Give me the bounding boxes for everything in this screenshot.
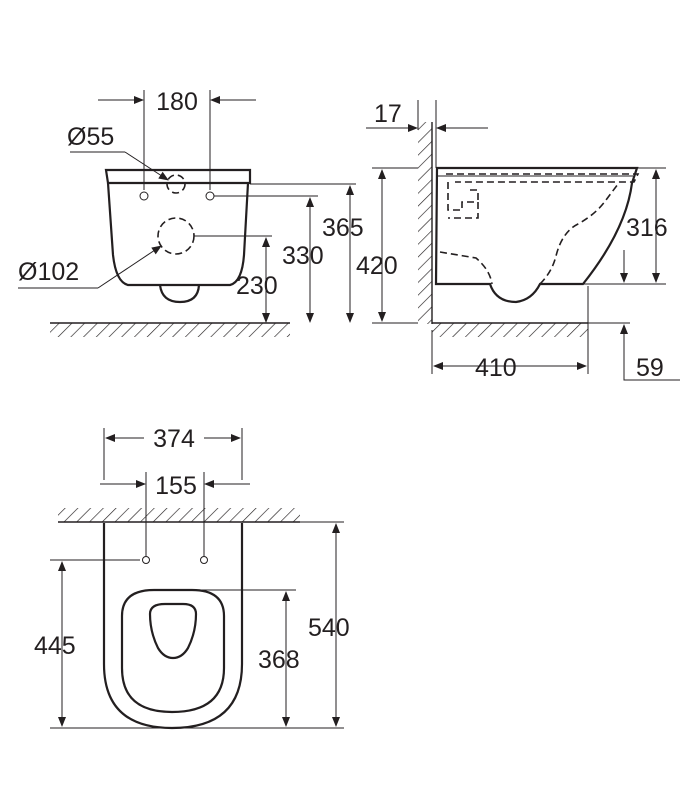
dim-label-180: 180 <box>156 88 198 116</box>
leader-dia-102 <box>97 245 162 289</box>
dim-label-dia-102: Ø102 <box>18 258 79 286</box>
floor-hatch-side <box>432 323 588 337</box>
front-view: 180 Ø55 Ø102 230 330 365 <box>18 88 364 337</box>
front-waste-outlet <box>157 217 195 255</box>
top-bowl-outline <box>102 523 244 730</box>
side-rim-hidden <box>446 173 640 183</box>
leader-dia-55 <box>124 151 169 181</box>
top-view: 374 155 540 445 368 <box>34 425 350 730</box>
side-hidden-bracket <box>447 182 479 219</box>
dim-label-368: 368 <box>258 646 300 674</box>
top-bowl-well <box>148 602 198 660</box>
dim-label-540: 540 <box>308 614 350 642</box>
dim-label-17: 17 <box>374 100 402 128</box>
front-bolt-hole-left <box>139 191 149 201</box>
dim-label-316: 316 <box>626 214 668 242</box>
front-bowl-body <box>106 182 250 287</box>
floor-hatch-front <box>50 323 290 337</box>
side-hidden-trap <box>439 183 619 285</box>
top-bolt-hole-left <box>142 556 150 564</box>
dim-label-155: 155 <box>155 472 197 500</box>
leader-59 <box>623 354 680 381</box>
wall-hatch <box>418 122 432 324</box>
side-bowl-profile <box>434 166 639 304</box>
front-outlet <box>158 284 201 304</box>
front-water-inlet <box>166 174 186 194</box>
front-bolt-hole-right <box>205 191 215 201</box>
dim-label-59: 59 <box>636 354 664 382</box>
dim-label-330: 330 <box>282 242 324 270</box>
side-view: 17 420 316 410 59 <box>356 100 680 382</box>
dim-label-445: 445 <box>34 632 76 660</box>
dim-label-dia-55: Ø55 <box>67 123 114 151</box>
top-seat-opening <box>120 588 226 714</box>
front-rim <box>104 168 252 185</box>
dim-label-230: 230 <box>236 272 278 300</box>
dim-label-410: 410 <box>475 354 517 382</box>
dim-label-365: 365 <box>322 214 364 242</box>
wall-hatch-top <box>58 508 300 522</box>
dim-label-420: 420 <box>356 252 398 280</box>
top-bolt-hole-right <box>200 556 208 564</box>
dim-label-374: 374 <box>153 425 195 453</box>
